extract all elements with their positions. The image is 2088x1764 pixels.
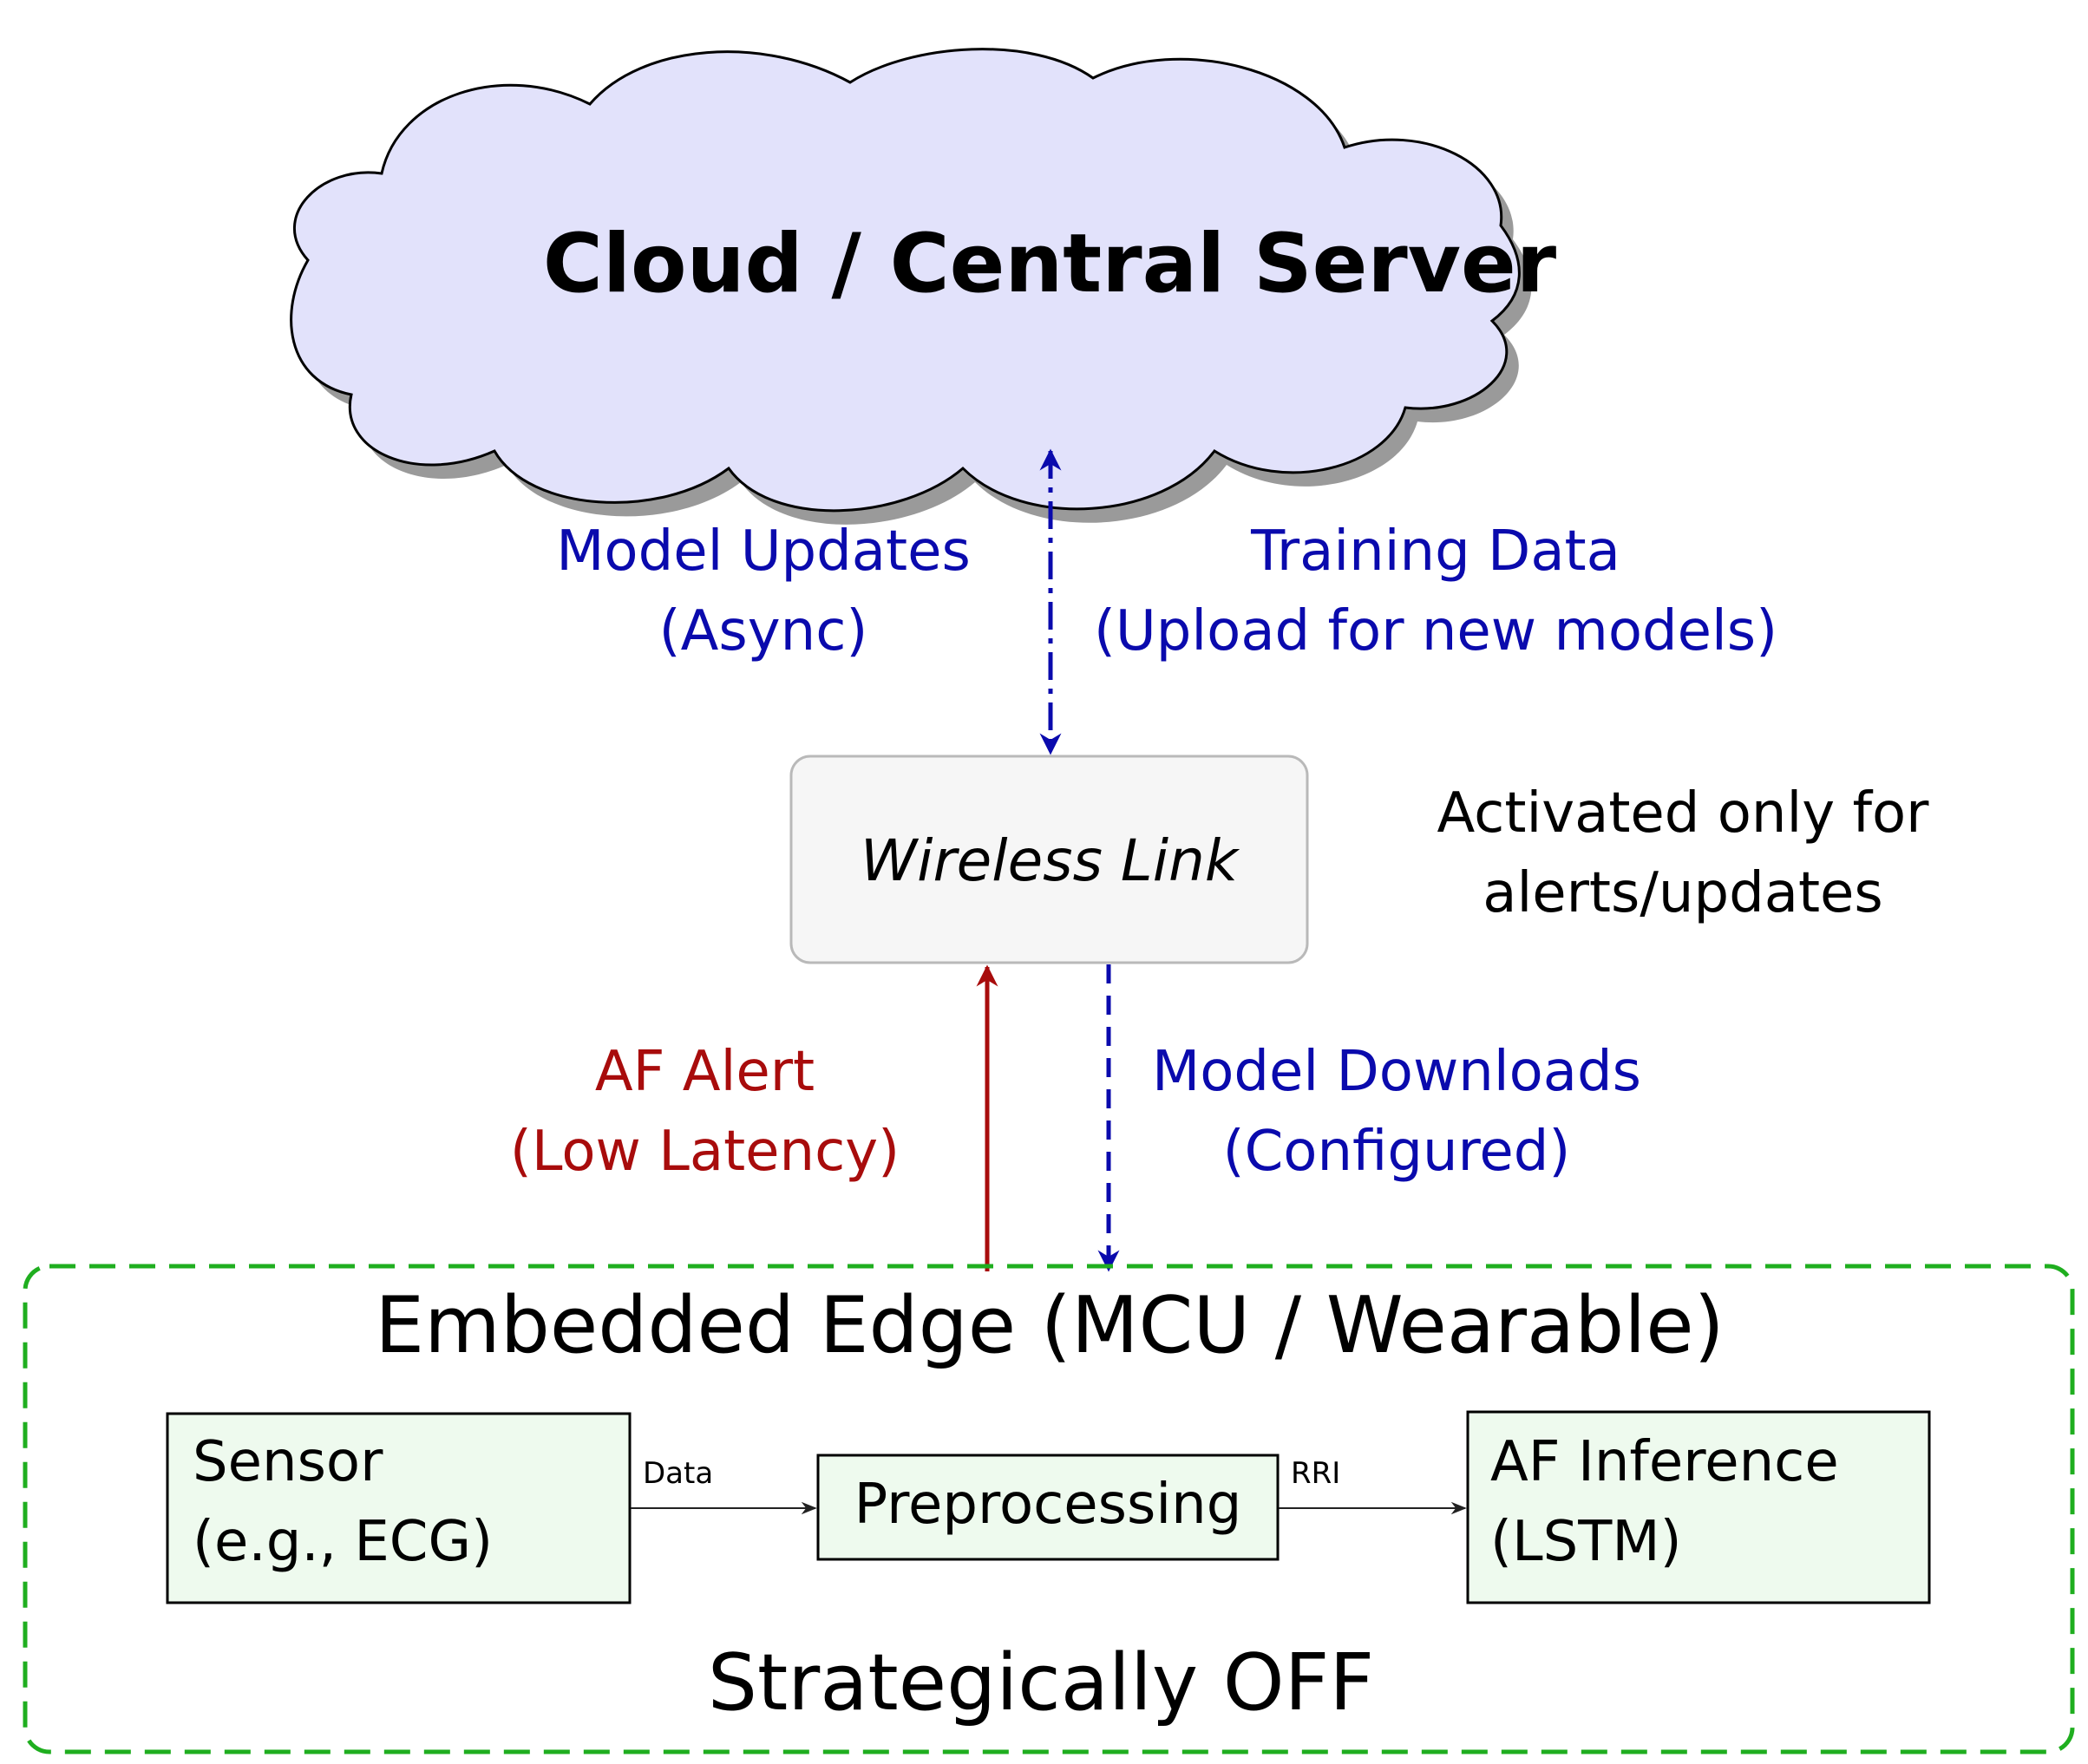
model-downloads-label: Model Downloads — [1152, 1040, 1641, 1104]
wireless-note-line1: Activated only for — [1437, 781, 1929, 846]
embedded-edge-frame — [23, 1264, 2075, 1754]
training-data-sub: (Upload for new models) — [1093, 599, 1778, 663]
data-edge-label: Data — [643, 1456, 714, 1491]
model-updates-sub: (Async) — [658, 599, 868, 663]
af-alert-sub: (Low Latency) — [509, 1120, 900, 1184]
cloud-title: Cloud / Central Server — [542, 217, 1557, 311]
rri-edge-label: RRI — [1291, 1456, 1341, 1491]
model-updates-label: Model Updates — [556, 519, 971, 584]
inference-sub: (LSTM) — [1490, 1510, 1682, 1574]
preprocessing-block — [816, 1454, 1280, 1561]
af-alert-label: AF Alert — [594, 1040, 815, 1104]
sensor-block — [166, 1412, 632, 1604]
cloud-shape — [290, 48, 1521, 513]
wireless-note-line2: alerts/updates — [1483, 861, 1883, 925]
wireless-link-label: Wireless Link — [860, 827, 1239, 894]
inference-block — [1466, 1410, 1931, 1604]
sensor-sub: (e.g., ECG) — [193, 1510, 494, 1574]
sensor-label: Sensor — [193, 1430, 383, 1494]
training-data-label: Training Data — [1251, 519, 1620, 584]
model-downloads-sub: (Configured) — [1222, 1120, 1571, 1184]
preprocessing-label: Preprocessing — [854, 1473, 1242, 1537]
edge-footer: Strategically OFF — [707, 1637, 1375, 1728]
edge-title: Embedded Edge (MCU / Wearable) — [375, 1280, 1725, 1371]
inference-label: AF Inference — [1490, 1430, 1839, 1494]
wireless-link-box — [789, 755, 1309, 964]
